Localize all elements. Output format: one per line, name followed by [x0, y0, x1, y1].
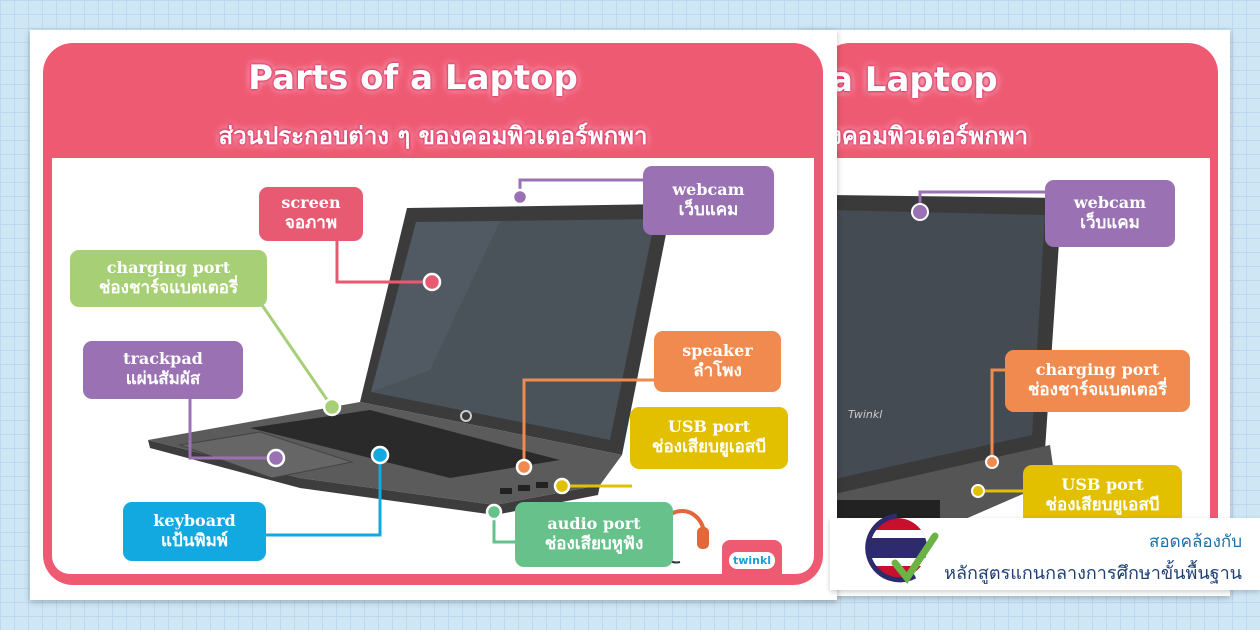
twinkl-logo: twinkl [722, 540, 782, 580]
badge-line2: หลักสูตรแกนกลางการศึกษาขั้นพื้นฐาน [944, 563, 1242, 584]
title-th: ส่วนประกอบต่าง ๆ ของคอมพิวเตอร์พกพา [218, 122, 648, 150]
curriculum-badge: สอดคล้องกับ หลักสูตรแกนกลางการศึกษาขั้นพ… [830, 513, 1260, 590]
back-laptop-brand: Twinkl [848, 408, 883, 421]
back-laptop-illustration [830, 190, 1062, 545]
thai-flag-check-icon [865, 513, 939, 584]
back-title-th: งคอมพิวเตอร์พกพา [830, 122, 1029, 150]
title-en: Parts of a Laptop [248, 58, 578, 98]
badge-line1: สอดคล้องกับ [1148, 532, 1242, 552]
back-title-en: a Laptop [830, 60, 998, 100]
